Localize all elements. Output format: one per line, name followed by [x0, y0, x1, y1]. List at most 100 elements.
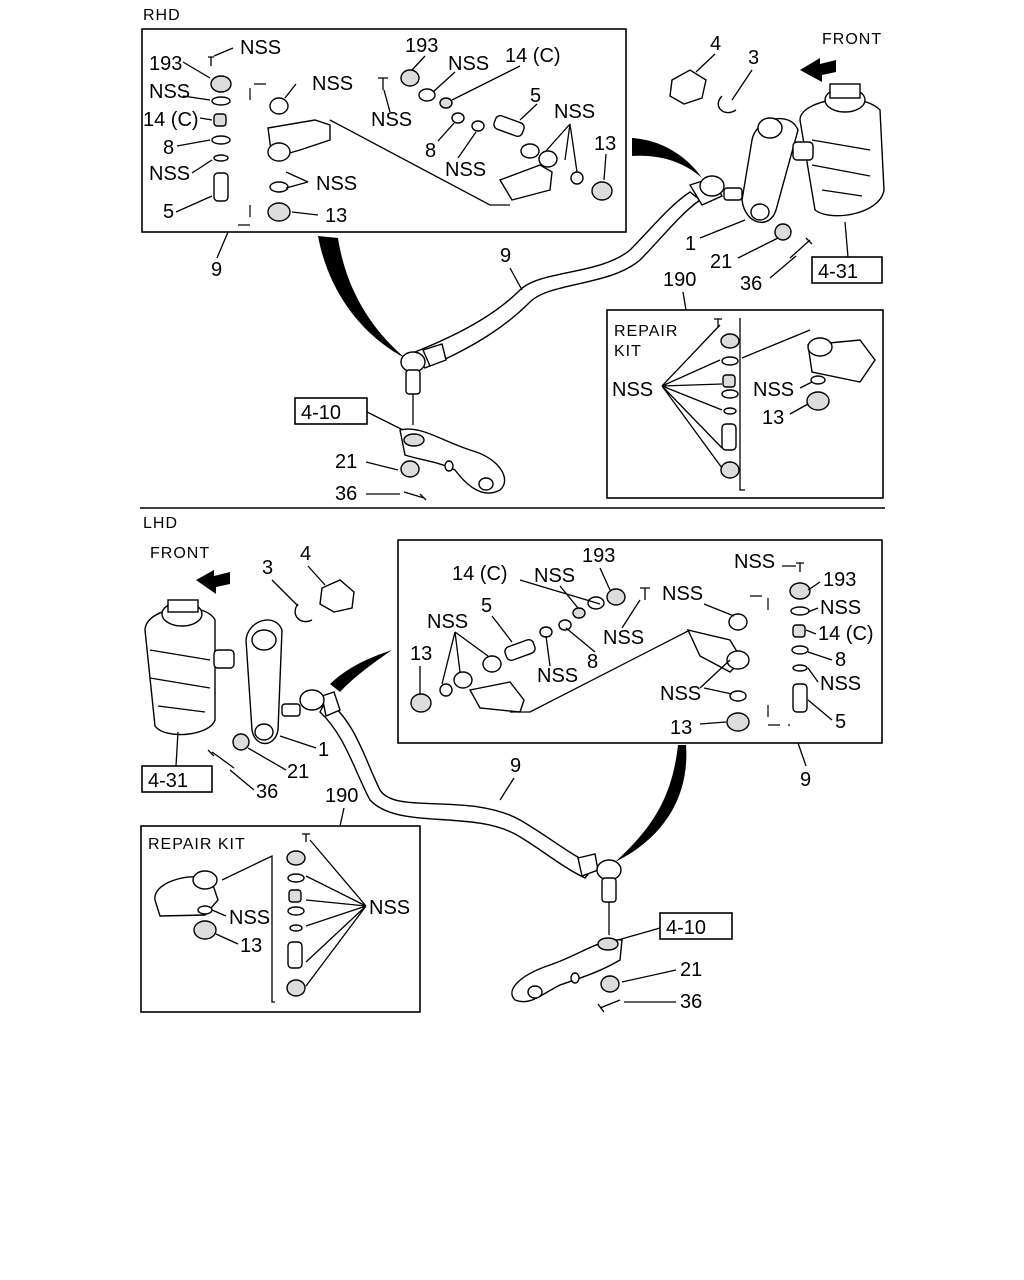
label-nss: NSS	[229, 907, 270, 929]
lhd-detail-contents: 14 (C) NSS 193 5 NSS 13 NSS 8 NSS NSS NS…	[410, 545, 874, 791]
section-label-lhd: LHD	[143, 515, 178, 532]
label-8: 8	[163, 137, 174, 159]
label-ref-4-10: 4-10	[666, 917, 706, 939]
label-9: 9	[510, 755, 521, 777]
label-4: 4	[710, 33, 721, 55]
label-nss: NSS	[554, 101, 595, 123]
label-ref-4-10: 4-10	[301, 402, 341, 424]
rhd-pitman-arm: 4 3 1 21 36	[669, 33, 813, 295]
rhd-detail-box	[141, 28, 627, 233]
label-14c: 14 (C)	[452, 563, 508, 585]
lhd-callout-arc-left	[330, 650, 392, 692]
label-nss: NSS	[820, 597, 861, 619]
rhd-tie-rod: 9	[400, 175, 743, 425]
label-21: 21	[287, 761, 309, 783]
rhd-knuckle-arm: 4-10 21 36	[294, 397, 506, 505]
label-nss: NSS	[612, 379, 653, 401]
rhd-repair-kit: REPAIR KIT 190 NSS NSS 13	[606, 269, 884, 499]
label-193: 193	[582, 545, 615, 567]
label-kit: KIT	[614, 343, 642, 360]
section-label-rhd: RHD	[143, 7, 181, 24]
label-36: 36	[740, 273, 762, 295]
label-nss: NSS	[371, 109, 412, 131]
label-21: 21	[710, 251, 732, 273]
label-5: 5	[163, 201, 174, 223]
label-193: 193	[405, 35, 438, 57]
label-nss: NSS	[427, 611, 468, 633]
label-nss: NSS	[734, 551, 775, 573]
label-21: 21	[335, 451, 357, 473]
label-36: 36	[335, 483, 357, 505]
lhd-repair-kit: REPAIR KIT 190 NSS 13 NSS	[140, 785, 421, 1013]
label-1: 1	[685, 233, 696, 255]
label-14c: 14 (C)	[818, 623, 874, 645]
label-1: 1	[318, 739, 329, 761]
label-front: FRONT	[822, 31, 882, 48]
label-nss: NSS	[537, 665, 578, 687]
label-5: 5	[530, 85, 541, 107]
ref-box-4-31	[811, 256, 883, 284]
label-nss: NSS	[312, 73, 353, 95]
label-8: 8	[425, 140, 436, 162]
label-14c: 14 (C)	[505, 45, 561, 67]
label-repair-kit: REPAIR KIT	[148, 836, 246, 853]
label-3: 3	[262, 557, 273, 579]
label-13: 13	[594, 133, 616, 155]
label-190: 190	[663, 269, 696, 291]
label-4: 4	[300, 543, 311, 565]
label-nss: NSS	[660, 683, 701, 705]
label-5: 5	[481, 595, 492, 617]
label-13: 13	[325, 205, 347, 227]
lhd-steering-gear: FRONT 4-31	[141, 545, 235, 793]
ref-box-4-10	[294, 397, 368, 425]
lhd-pitman-arm: 4 3 1 21 36	[207, 543, 355, 803]
label-nss: NSS	[448, 53, 489, 75]
rhd-detail-left-stack	[208, 56, 510, 226]
label-13: 13	[410, 643, 432, 665]
label-8: 8	[835, 649, 846, 671]
label-21: 21	[680, 959, 702, 981]
ref-box-4-10	[659, 912, 733, 940]
label-36: 36	[256, 781, 278, 803]
label-13: 13	[670, 717, 692, 739]
label-repair: REPAIR	[614, 323, 678, 340]
lhd-knuckle-arm: 4-10 21 36	[511, 912, 733, 1013]
lhd-tie-rod: 9	[281, 689, 622, 935]
label-36: 36	[680, 991, 702, 1013]
label-14c: 14 (C)	[143, 109, 199, 131]
label-190: 190	[325, 785, 358, 807]
label-ref-4-31: 4-31	[818, 261, 858, 283]
label-9: 9	[211, 259, 222, 281]
front-arrow-icon	[800, 58, 836, 82]
rhd-detail-labels: NSS 193 NSS 14 (C) 8 NSS 5 NSS NSS 13 19…	[143, 35, 616, 281]
label-nss: NSS	[534, 565, 575, 587]
rhd-steering-gear: FRONT 4-31	[792, 31, 885, 284]
label-nss: NSS	[603, 627, 644, 649]
front-arrow-icon	[196, 570, 230, 594]
lhd-callout-arc-right	[615, 745, 687, 862]
label-nss: NSS	[149, 163, 190, 185]
label-3: 3	[748, 47, 759, 69]
label-13: 13	[240, 935, 262, 957]
lhd-detail-box	[397, 539, 883, 744]
label-nss: NSS	[240, 37, 281, 59]
rhd-callout-arc-right	[632, 138, 702, 178]
label-9: 9	[500, 245, 511, 267]
label-nss: NSS	[445, 159, 486, 181]
rhd-callout-arc-left	[318, 236, 405, 358]
label-nss: NSS	[369, 897, 410, 919]
label-nss: NSS	[753, 379, 794, 401]
label-9: 9	[800, 769, 811, 791]
label-nss: NSS	[662, 583, 703, 605]
label-8: 8	[587, 651, 598, 673]
label-13: 13	[762, 407, 784, 429]
label-ref-4-31: 4-31	[148, 770, 188, 792]
label-nss: NSS	[316, 173, 357, 195]
label-nss: NSS	[149, 81, 190, 103]
label-nss: NSS	[820, 673, 861, 695]
label-5: 5	[835, 711, 846, 733]
rhd-detail-right-stack	[378, 69, 613, 201]
ref-box-4-31	[141, 765, 213, 793]
label-193: 193	[149, 53, 182, 75]
label-front: FRONT	[150, 545, 210, 562]
